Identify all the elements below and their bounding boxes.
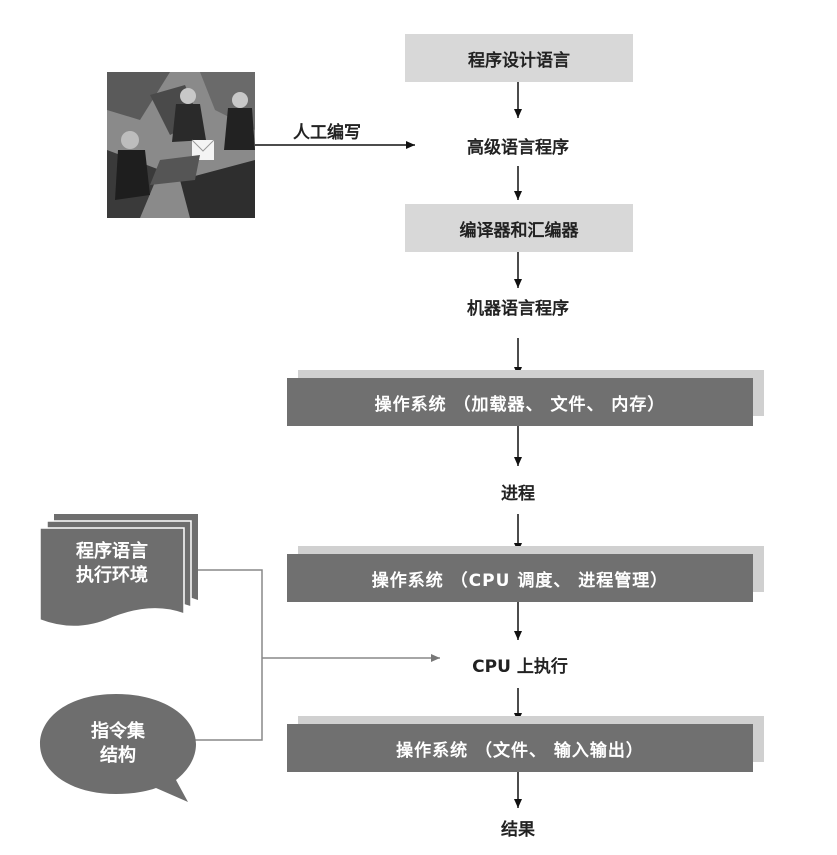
execution-environment-line2: 执行环境 [76, 565, 148, 586]
programming-language-label: 程序设计语言 [468, 50, 570, 71]
compiler-assembler-label: 编译器和汇编器 [459, 220, 579, 241]
process-label: 进程 [501, 484, 535, 504]
os-scheduler-box: 操作系统 （CPU 调度、 进程管理） [287, 554, 753, 602]
compiler-assembler-box: 编译器和汇编器 [405, 204, 633, 252]
manual-writing-label: 人工编写 [293, 123, 361, 143]
os-io-label: 操作系统 （文件、 输入输出） [396, 740, 644, 761]
document-stack-shape [39, 514, 198, 628]
instruction-set-text: 指令集 结构 [40, 720, 196, 768]
high-level-program-label: 高级语言程序 [467, 138, 569, 158]
os-loader-box: 操作系统 （加载器、 文件、 内存） [287, 378, 753, 426]
result-label: 结果 [501, 820, 535, 840]
os-io-box: 操作系统 （文件、 输入输出） [287, 724, 753, 772]
doc-connector [192, 569, 263, 658]
instruction-set-line2: 结构 [100, 745, 136, 766]
os-loader-label: 操作系统 （加载器、 文件、 内存） [374, 394, 666, 415]
os-scheduler-label: 操作系统 （CPU 调度、 进程管理） [371, 570, 669, 591]
execution-environment-text: 程序语言 执行环境 [40, 540, 184, 588]
cpu-execution-label: CPU 上执行 [472, 657, 568, 677]
machine-program-label: 机器语言程序 [467, 299, 569, 319]
bubble-connector [192, 658, 263, 741]
execution-environment-line1: 程序语言 [76, 541, 148, 562]
meeting-illustration [107, 72, 255, 218]
programming-language-box: 程序设计语言 [405, 34, 633, 82]
instruction-set-line1: 指令集 [91, 721, 145, 742]
speech-bubble-shape [40, 694, 196, 802]
